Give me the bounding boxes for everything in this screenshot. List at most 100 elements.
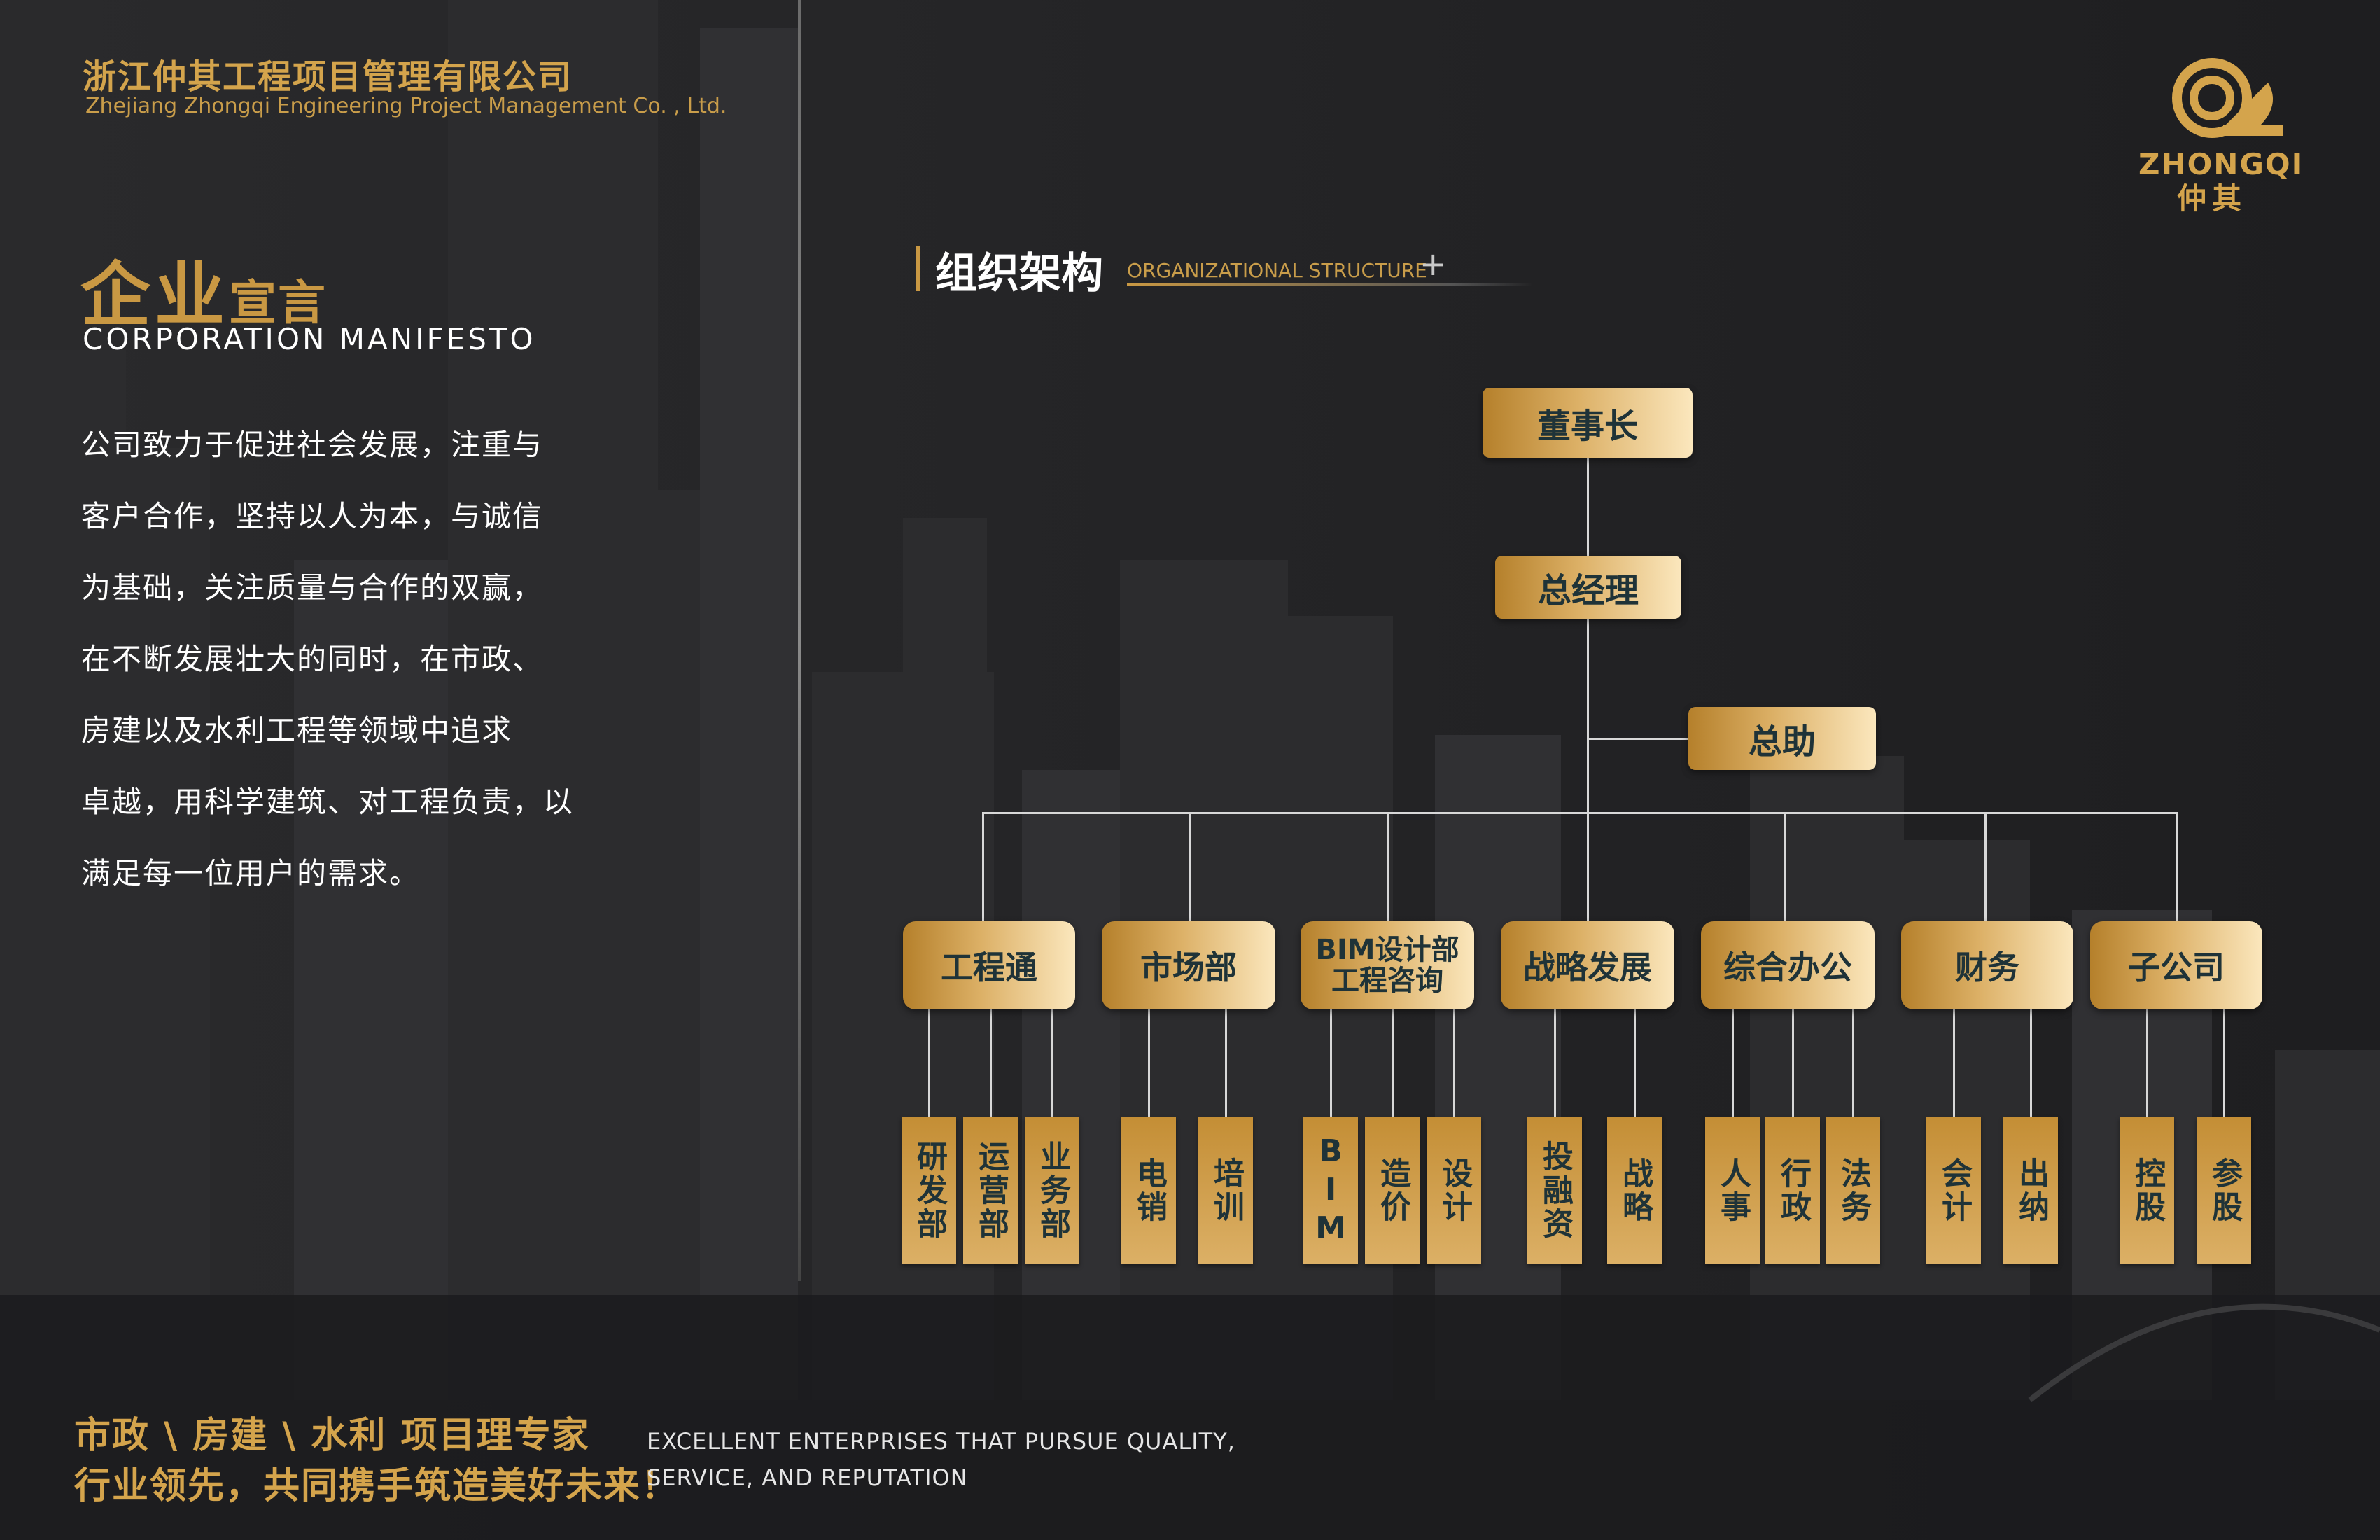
manifesto-title-en: CORPORATION MANIFESTO [83,322,536,356]
node-department: 工程通 [903,921,1075,1009]
node-general-manager: 总经理 [1495,556,1681,619]
sub-department-label: 行政 [1775,1157,1811,1224]
company-name-cn: 浙江仲其工程项目管理有限公司 [83,57,573,97]
connector-line [1852,1009,1854,1117]
node-sub-department: 造价 [1365,1117,1420,1264]
sub-department-label: 控股 [2129,1157,2165,1224]
connector-line [1051,1009,1054,1117]
vertical-divider [798,0,802,1281]
logo-text: ZHONGQI [2138,147,2304,181]
node-sub-department: 法务 [1826,1117,1880,1264]
node-sub-department: 行政 [1765,1117,1820,1264]
manifesto-body: 公司致力于促进社会发展，注重与 客户合作，坚持以人为本，与诚信 为基础，关注质量… [81,410,585,909]
node-department: 财务 [1901,921,2073,1009]
node-sub-department: 人事 [1705,1117,1760,1264]
node-department: 综合办公 [1701,921,1875,1009]
connector-line [2176,812,2178,921]
sub-department-label: 设计 [1436,1157,1472,1224]
node-sub-department: BIM [1303,1117,1358,1264]
company-name-en: Zhejiang Zhongqi Engineering Project Man… [85,94,727,118]
section-title-en: ORGANIZATIONAL STRUCTURE [1127,259,1427,282]
connector-line [1587,458,1589,812]
slogan-line-2: 行业领先，共同携手筑造美好未来！ [74,1465,680,1507]
node-sub-department: 出纳 [2003,1117,2058,1264]
section-accent-bar [916,246,920,291]
node-department: 子公司 [2090,921,2262,1009]
zhongqi-logo-icon [2172,58,2283,138]
connector-line [990,1009,992,1117]
node-department: BIM设计部工程咨询 [1301,921,1474,1009]
node-sub-department: 电销 [1121,1117,1176,1264]
node-sub-department: 会计 [1926,1117,1981,1264]
manifesto-line: 在不断发展壮大的同时，在市政、 [81,642,544,676]
manifesto-line: 客户合作，坚持以人为本，与诚信 [81,499,544,533]
node-department: 市场部 [1102,921,1275,1009]
plus-icon: + [1420,245,1447,283]
slogan-en-line-1: EXCELLENT ENTERPRISES THAT PURSUE QUALIT… [647,1428,1236,1455]
connector-line [2030,1009,2032,1117]
sub-department-label: 会计 [1936,1157,1972,1224]
connector-line [1330,1009,1332,1117]
sub-department-label: 业务部 [1035,1140,1070,1241]
connector-line [983,812,2177,814]
node-sub-department: 参股 [2197,1117,2251,1264]
connector-line [982,812,984,921]
manifesto-line: 为基础，关注质量与合作的双赢， [81,570,544,605]
manifesto-line: 公司致力于促进社会发展，注重与 [81,428,544,462]
connector-line [1587,812,1589,921]
sub-department-label: 参股 [2206,1157,2242,1224]
section-underline [1127,284,1533,286]
node-sub-department: 投融资 [1527,1117,1582,1264]
slogan-en-line-2: SERVICE, AND REPUTATION [647,1464,968,1491]
logo-text-cn: 仲其 [2177,181,2248,216]
connector-line [1189,812,1191,921]
manifesto-title-big: 企业 [80,254,229,336]
node-sub-department: 业务部 [1025,1117,1079,1264]
connector-line [1732,1009,1734,1117]
connector-line [1453,1009,1455,1117]
sub-department-label: 电销 [1131,1157,1167,1224]
slogan-line-1: 市政 \ 房建 \ 水利 项目理专家 [74,1415,590,1457]
sub-department-label: 战略 [1617,1157,1653,1224]
manifesto-line: 满足每一位用户的需求。 [81,856,421,890]
connector-line [928,1009,930,1117]
node-sub-department: 运营部 [963,1117,1018,1264]
department-label-line: 工程咨询 [1331,965,1443,997]
sub-department-label: 投融资 [1537,1140,1573,1241]
node-department: 战略发展 [1501,921,1674,1009]
connector-line [1588,738,1688,740]
manifesto-title-small: 宣言 [229,276,328,331]
node-sub-department: 控股 [2120,1117,2174,1264]
node-sub-department: 战略 [1607,1117,1662,1264]
manifesto-title: 企业宣言 [80,238,327,340]
connector-line [1387,812,1389,921]
connector-line [1953,1009,1955,1117]
sub-department-label: 法务 [1835,1157,1871,1224]
node-chairman: 董事长 [1483,388,1693,458]
connector-line [1634,1009,1636,1117]
connector-line [2223,1009,2225,1117]
connector-line [1792,1009,1794,1117]
connector-line [2146,1009,2148,1117]
manifesto-line: 房建以及水利工程等领域中追求 [81,713,513,748]
connector-line [1225,1009,1227,1117]
connector-line [1984,812,1987,921]
sub-department-label: 运营部 [973,1140,1009,1241]
node-sub-department: 培训 [1198,1117,1253,1264]
connector-line [1784,812,1786,921]
manifesto-line: 卓越，用科学建筑、对工程负责，以 [81,785,575,819]
section-title: 组织架构 [935,249,1103,298]
sub-department-label: BIM [1312,1133,1349,1249]
sub-department-label: 造价 [1375,1157,1410,1224]
connector-line [1148,1009,1150,1117]
department-label-line: BIM设计部 [1315,934,1460,966]
sub-department-label: 培训 [1208,1157,1244,1224]
sub-department-label: 出纳 [2013,1157,2049,1224]
node-sub-department: 研发部 [902,1117,956,1264]
node-assistant: 总助 [1688,707,1876,770]
connector-line [1554,1009,1556,1117]
sub-department-label: 人事 [1715,1157,1751,1224]
connector-line [1392,1009,1394,1117]
node-sub-department: 设计 [1427,1117,1481,1264]
sub-department-label: 研发部 [911,1140,947,1241]
